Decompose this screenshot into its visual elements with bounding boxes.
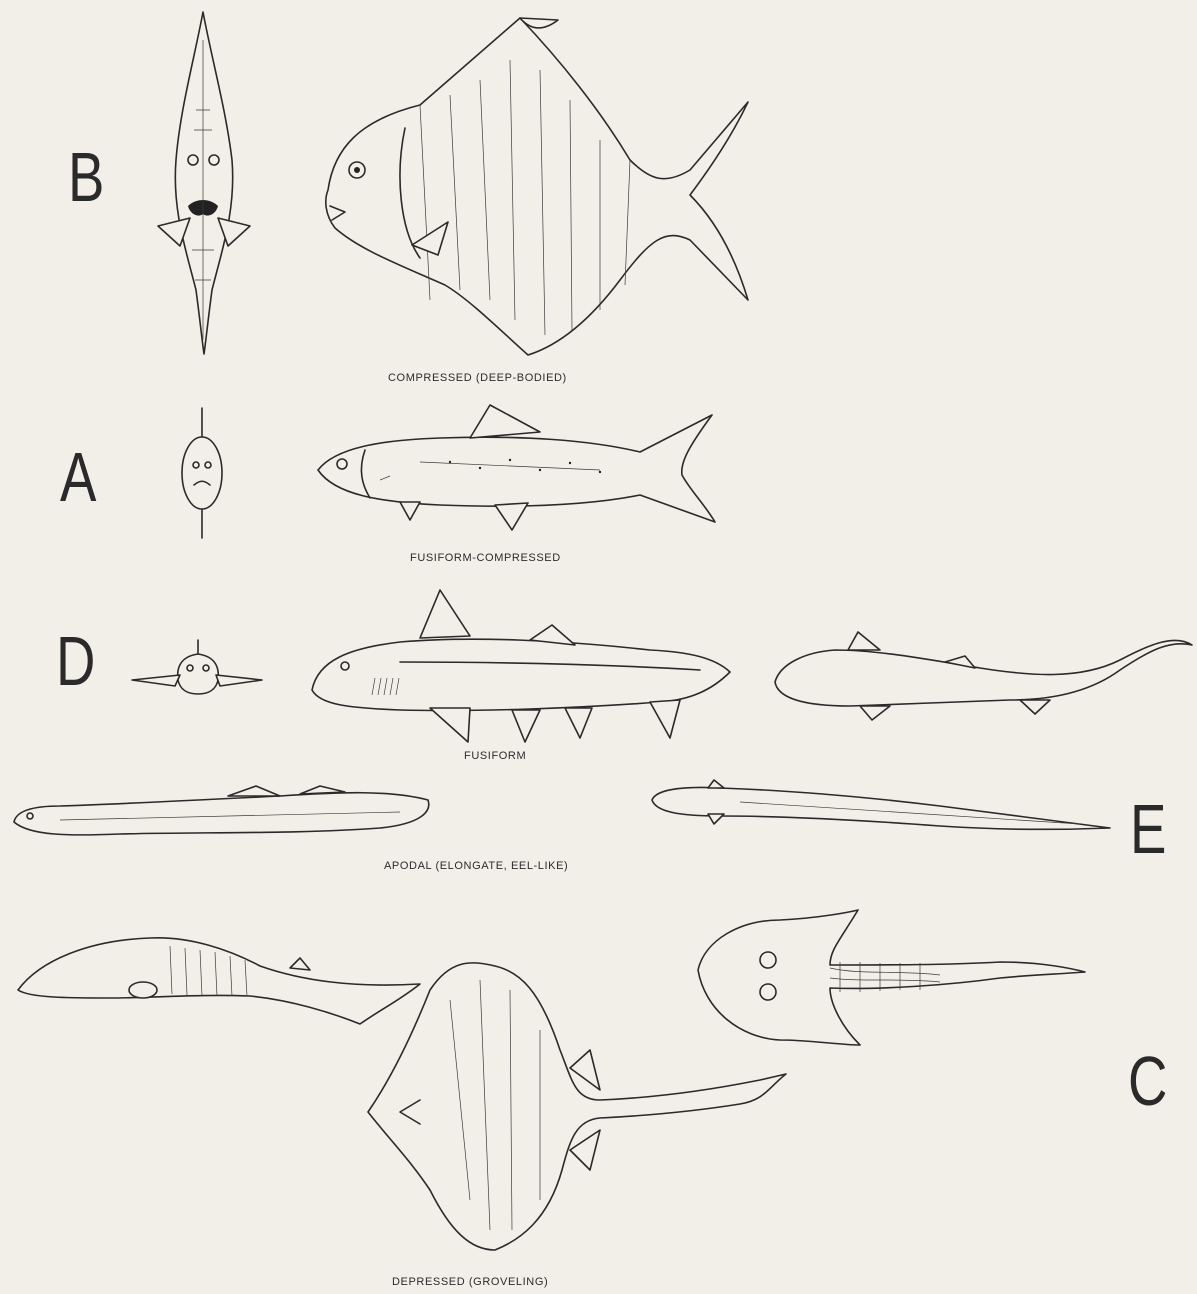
caption-apodal: APODAL (ELONGATE, EEL-LIKE): [384, 860, 568, 872]
depressed-ray-ventral-view: [698, 910, 1085, 1045]
caption-compressed: COMPRESSED (DEEP-BODIED): [388, 372, 567, 384]
apodal-eel-dorsal-view: [652, 780, 1110, 829]
deep-bodied-fish-side-view: [326, 18, 748, 355]
fusiform-compressed-fish-front-view: [182, 408, 222, 538]
caption-fusiform-compressed: FUSIFORM-COMPRESSED: [410, 552, 561, 564]
depressed-fish-side-view: [18, 938, 420, 1024]
label-c: C: [1128, 1046, 1167, 1116]
caption-fusiform: FUSIFORM: [464, 750, 526, 762]
label-b: B: [68, 142, 104, 212]
fusiform-shark-dorsal-view: [775, 632, 1192, 720]
apodal-eel-side-view: [14, 786, 429, 835]
fusiform-shark-front-view: [132, 640, 262, 694]
caption-depressed: DEPRESSED (GROVELING): [392, 1276, 548, 1288]
fusiform-shark-side-view: [312, 590, 730, 742]
deep-bodied-fish-front-view: [158, 12, 250, 354]
label-a: A: [60, 442, 96, 512]
label-e: E: [1130, 794, 1166, 864]
fusiform-compressed-fish-side-view: [318, 405, 715, 530]
label-d: D: [56, 626, 95, 696]
